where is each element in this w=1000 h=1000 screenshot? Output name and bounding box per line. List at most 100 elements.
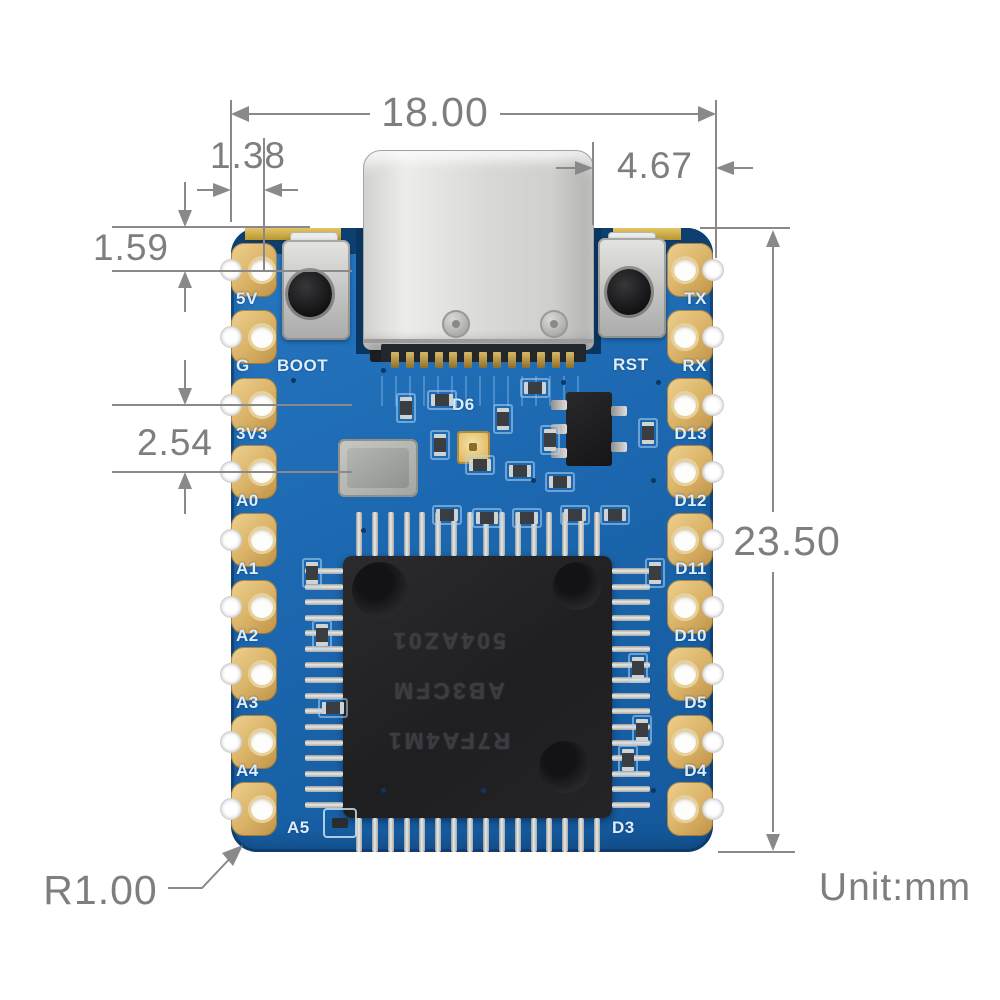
dim-board-height-label: 23.50 [733,518,841,564]
chip-lead [515,818,521,852]
chip-lead [305,771,343,777]
pin-label-d13: D13 [674,424,707,443]
pin-pad-d10 [667,580,724,634]
via-dot [561,380,566,385]
via-dot [361,528,366,533]
smd-component [332,818,348,828]
chip-lead [594,818,600,852]
chip-lead [546,512,552,556]
chip-lead [419,512,425,556]
chip-lead [612,786,650,792]
pin-label-rx: RX [682,356,707,375]
smd-component [512,508,542,528]
pin-pad-d5 [667,647,724,701]
chip-lead [388,512,394,556]
pin-label-d4: D4 [684,761,707,780]
chip-lead [305,568,343,574]
chip-lead [451,512,457,556]
chip-lead [435,512,441,556]
chip-lead [612,584,650,590]
reset-button-label: RST [613,355,649,374]
pin-label-d5: D5 [684,693,707,712]
pin-label-a2: A2 [236,626,259,645]
chip-marking-line: AB3CFM [391,678,505,704]
pin-pad-tx [667,243,724,297]
smd-component [493,404,513,434]
chip-lead [356,818,362,852]
via-dot [381,368,386,373]
chip-lead [483,818,489,852]
chip-lead [612,677,650,683]
usb-pin [552,352,560,368]
pin-label-d3: D3 [612,818,635,837]
pin-pad-d12 [667,445,724,499]
usb-rivet-icon [540,310,568,338]
chip-lead [305,693,343,699]
boot-button-plunger [288,271,332,317]
smd-component [628,653,648,683]
regulator-lead [551,400,567,410]
smd-component [560,505,590,525]
regulator-lead [611,442,627,452]
pin-label-a3: A3 [236,693,259,712]
smd-component [318,698,348,718]
chip-lead [305,615,343,621]
chip-dimple [352,562,408,618]
chip-lead [612,568,650,574]
chip-lead [404,512,410,556]
usb-pin [420,352,428,368]
chip-lead [467,818,473,852]
smd-component [430,430,450,460]
chip-lead [467,512,473,556]
chip-marking: R7FA4M1 AB3CFM 504AZ01 [348,616,548,766]
usb-pin [493,352,501,368]
usb-pin [391,352,399,368]
smd-component [427,390,457,410]
chip-lead [612,615,650,621]
boot-button-label: BOOT [277,356,329,375]
pin-pad-a5 [220,782,277,836]
unit-label: Unit:mm [818,866,972,909]
chip-lead [578,512,584,556]
dim-pin-inset-horizontal-label: 1.38 [209,135,286,176]
chip-lead [562,818,568,852]
pin-pad-a3 [220,647,277,701]
pin-label-a0: A0 [236,491,259,510]
chip-lead [305,599,343,605]
usb-shell-bottom-edge [364,339,593,343]
chip-lead [499,818,505,852]
chip-lead [562,512,568,556]
pin-label-5v: 5V [236,289,258,308]
pin-pad-rx [667,310,724,364]
smd-component [396,393,416,423]
via-dot [381,788,386,793]
pin-pad-a2 [220,580,277,634]
usb-pin [406,352,414,368]
dim-corner-radius-label: R1.00 [43,867,158,913]
pcb-board: BOOT RST D6 R7FA4M1 AB3CFM 504AZ01 [220,150,724,852]
via-dot [656,380,661,385]
chip-lead [612,646,650,652]
smd-component [645,558,665,588]
silkscreen-bracket [323,808,357,838]
chip-lead [305,802,343,808]
regulator-lead [611,406,627,416]
dim-board-width-label: 18.00 [381,89,489,135]
usb-pin [522,352,530,368]
via-dot [481,788,486,793]
usb-pin [479,352,487,368]
via-dot [651,788,656,793]
chip-lead [546,818,552,852]
usb-rivet-icon [442,310,470,338]
chip-lead [305,662,343,668]
pin-pad-d3 [667,782,724,836]
smd-component [618,745,638,775]
via-dot [531,478,536,483]
pin-pad-d13 [667,378,724,432]
chip-lead [531,818,537,852]
smd-component [465,455,495,475]
chip-lead [305,584,343,590]
chip-lead [499,512,505,556]
chip-lead [594,512,600,556]
